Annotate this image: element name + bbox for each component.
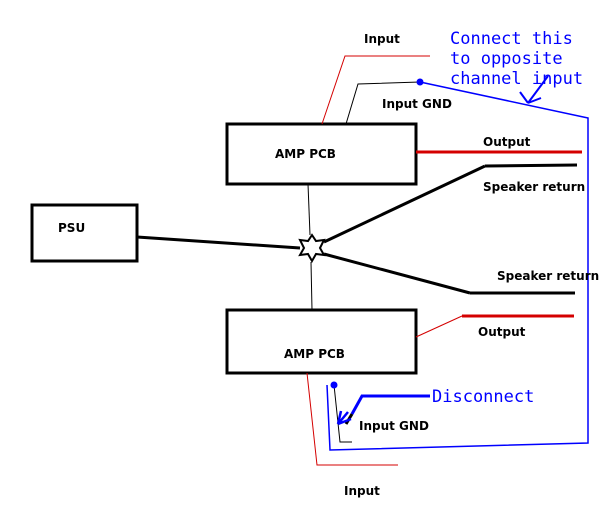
- input-gnd-top-label: Input GND: [382, 97, 452, 111]
- disconnect-arrow-icon: [336, 410, 352, 426]
- input-bottom-wire: [306, 372, 398, 466]
- output-bottom-lead-wire: [415, 315, 463, 338]
- connect-arrow-icon: [519, 75, 549, 104]
- input-top-label: Input: [364, 32, 400, 46]
- input-gnd-bottom-junction-dot: [330, 381, 338, 389]
- amp-pcb-bottom-block: [225, 308, 418, 375]
- amp-pcb-bottom-label: AMP PCB: [284, 347, 345, 361]
- input-gnd-top-wire: [345, 81, 421, 125]
- psu-label: PSU: [58, 221, 85, 235]
- amp-pcb-top-block: [225, 122, 418, 186]
- speaker-return-top-wire: [323, 164, 486, 244]
- amp-top-ground-wire: [307, 183, 311, 236]
- speaker-return-bottom-wire: [323, 252, 471, 295]
- amp-bottom-ground-wire: [310, 261, 313, 311]
- speaker-return-top-lead: [484, 163, 578, 168]
- input-top-wire: [321, 55, 430, 125]
- input-gnd-bottom-label: Input GND: [359, 419, 429, 433]
- amp-pcb-top-label: AMP PCB: [275, 147, 336, 161]
- input-bottom-label: Input: [344, 484, 380, 498]
- input-gnd-bottom-wire: [333, 384, 352, 443]
- disconnect-wire: [350, 394, 430, 415]
- star-ground-icon: [298, 233, 326, 264]
- input-gnd-top-junction-dot: [416, 78, 424, 86]
- output-bottom-label: Output: [478, 325, 526, 339]
- speaker-return-bottom-label: Speaker return: [497, 269, 599, 283]
- connect-note-line-2: to opposite: [450, 49, 563, 69]
- connect-note-line-3: channel input: [450, 69, 583, 89]
- disconnect-note: Disconnect: [432, 387, 534, 407]
- speaker-return-top-label: Speaker return: [483, 180, 585, 194]
- blue-connect-loop-wire: [326, 81, 589, 451]
- psu-to-star-wire: [136, 235, 301, 250]
- output-top-label: Output: [483, 135, 531, 149]
- psu-block: [30, 203, 139, 263]
- connect-note-line-1: Connect this: [450, 29, 573, 49]
